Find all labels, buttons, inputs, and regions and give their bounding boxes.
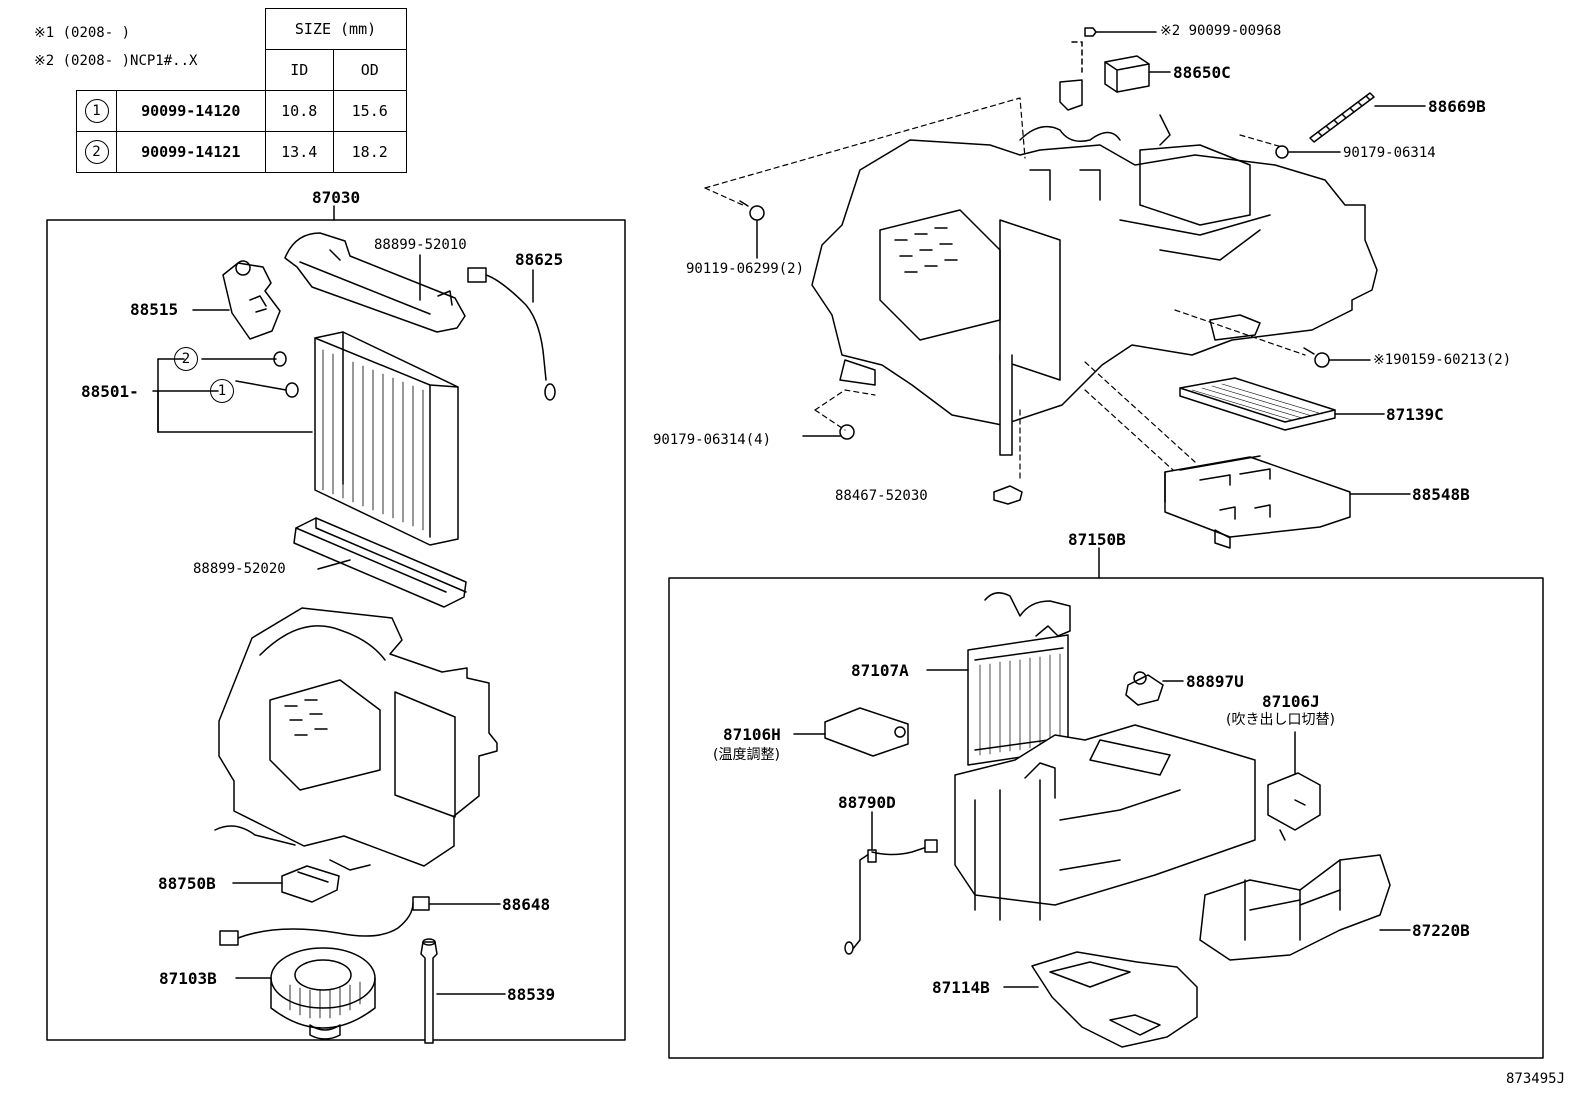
label-90099-00968: ※2 90099-00968 bbox=[1160, 23, 1282, 39]
part-88790d-drawing bbox=[844, 811, 938, 955]
heater-case-drawing bbox=[954, 724, 1256, 921]
drawing-code: 873495J bbox=[1506, 1071, 1566, 1087]
label-88899-52020: 88899-52020 bbox=[193, 561, 286, 577]
label-88625: 88625 bbox=[515, 250, 564, 269]
part-88650c-drawing bbox=[1104, 55, 1150, 93]
circle-1: 1 bbox=[210, 379, 234, 403]
part-88515-drawing bbox=[222, 260, 281, 340]
label-88539: 88539 bbox=[507, 985, 556, 1004]
label-87114b: 87114B bbox=[932, 978, 990, 997]
part-87139c-drawing bbox=[1179, 377, 1336, 431]
label-87106h-note: (温度調整) bbox=[713, 747, 780, 763]
label-87139c: 87139C bbox=[1386, 405, 1444, 424]
blower-case-drawing bbox=[214, 607, 498, 871]
size-table: SIZE (mm) ID OD 1 90099-14120 10.8 15.6 … bbox=[76, 8, 407, 173]
label-88750b: 88750B bbox=[158, 874, 216, 893]
label-87106j: 87106J bbox=[1262, 692, 1320, 711]
label-88548b: 88548B bbox=[1412, 485, 1470, 504]
group-box-87030 bbox=[46, 219, 626, 1041]
part-88539-drawing bbox=[420, 938, 438, 1044]
part-88548b-drawing bbox=[1164, 455, 1351, 549]
label-88501: 88501- bbox=[81, 382, 139, 401]
group-label-87150b: 87150B bbox=[1068, 530, 1126, 549]
row-od: 15.6 bbox=[332, 90, 407, 132]
bracket-drawing bbox=[1059, 79, 1083, 111]
col-od: OD bbox=[332, 49, 407, 91]
label-90159-60213: ※190159-60213(2) bbox=[1373, 352, 1512, 368]
label-88790d: 88790D bbox=[838, 793, 896, 812]
label-90119-06299: 90119-06299(2) bbox=[686, 261, 805, 277]
group-label-87030: 87030 bbox=[312, 188, 361, 207]
part-88625-drawing bbox=[467, 267, 556, 401]
part-88899-52010-drawing bbox=[284, 232, 466, 333]
part-87106j-drawing bbox=[1267, 772, 1321, 841]
heater-unit-assembly-drawing bbox=[811, 114, 1378, 456]
part-88750b-drawing bbox=[281, 865, 340, 903]
label-88650c: 88650C bbox=[1173, 63, 1231, 82]
row-part: 90099-14121 bbox=[116, 131, 266, 173]
row-mark: 1 bbox=[84, 99, 109, 123]
label-88899-52010: 88899-52010 bbox=[374, 237, 467, 253]
part-88669b-drawing bbox=[1309, 92, 1375, 143]
row-id: 10.8 bbox=[264, 90, 334, 132]
label-87106j-note: (吹き出し口切替) bbox=[1226, 712, 1335, 728]
row-od: 18.2 bbox=[332, 131, 407, 173]
label-87103b: 87103B bbox=[159, 969, 217, 988]
part-87103b-drawing bbox=[270, 947, 376, 1040]
label-87220b: 87220B bbox=[1412, 921, 1470, 940]
part-88648-drawing bbox=[219, 896, 430, 946]
size-header: SIZE (mm) bbox=[264, 8, 407, 50]
col-id: ID bbox=[264, 49, 334, 91]
table-row: 2 90099-14121 13.4 18.2 bbox=[76, 131, 407, 173]
part-88899-52020-drawing bbox=[293, 517, 467, 608]
row-part: 90099-14120 bbox=[116, 90, 266, 132]
row-mark: 2 bbox=[84, 140, 109, 164]
label-88648: 88648 bbox=[502, 895, 551, 914]
table-row: 1 90099-14120 10.8 15.6 bbox=[76, 90, 407, 132]
part-87106h-drawing bbox=[824, 707, 909, 757]
label-87106h: 87106H bbox=[723, 725, 781, 744]
part-88467-52030-drawing bbox=[993, 485, 1023, 505]
group-box-87150b bbox=[668, 577, 1544, 1059]
label-88897u: 88897U bbox=[1186, 672, 1244, 691]
part-88501-drawing bbox=[314, 331, 459, 546]
circle-2: 2 bbox=[174, 347, 198, 371]
label-88467-52030: 88467-52030 bbox=[835, 488, 928, 504]
part-87114b-drawing bbox=[1031, 951, 1198, 1048]
label-87107a: 87107A bbox=[851, 661, 909, 680]
label-90179-06314-b: 90179-06314(4) bbox=[653, 432, 772, 448]
label-90179-06314-a: 90179-06314 bbox=[1343, 145, 1436, 161]
part-88897u-drawing bbox=[1125, 671, 1164, 706]
part-87220b-drawing bbox=[1199, 854, 1391, 961]
row-id: 13.4 bbox=[264, 131, 334, 173]
label-88669b: 88669B bbox=[1428, 97, 1486, 116]
note-1: ※1 (0208- ) bbox=[34, 25, 131, 41]
label-88515: 88515 bbox=[130, 300, 179, 319]
